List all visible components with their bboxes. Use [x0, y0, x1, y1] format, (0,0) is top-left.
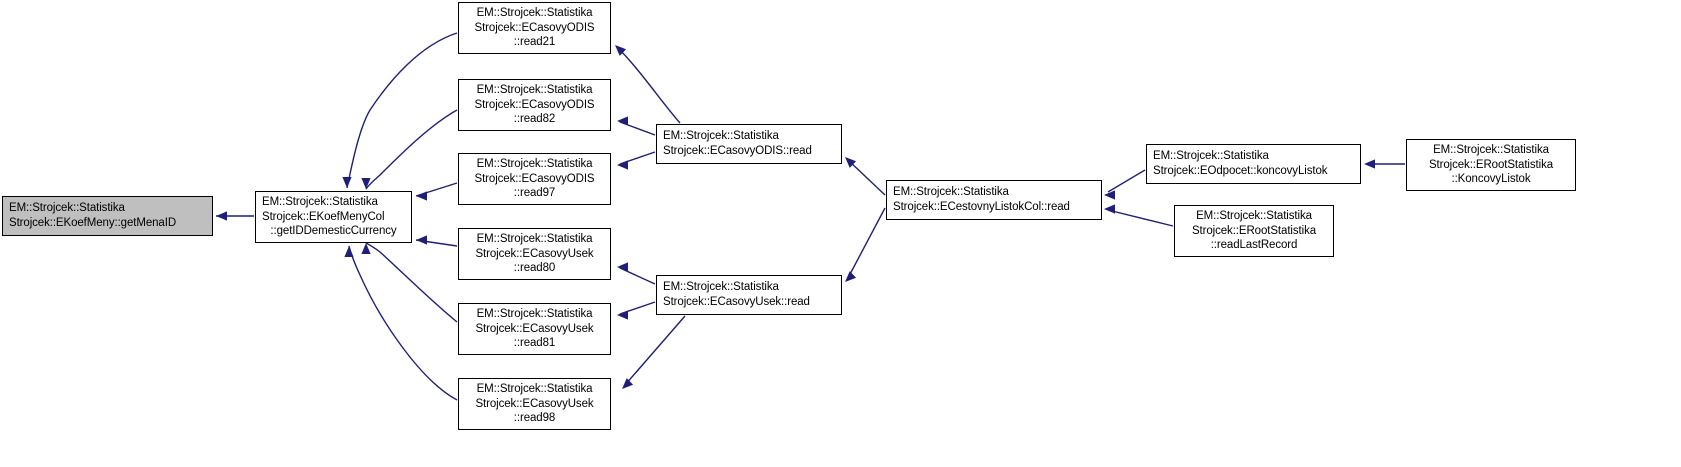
graph-edge-arrowhead — [216, 211, 227, 221]
graph-edge-arrowhead — [1104, 190, 1115, 200]
graph-node-label-line: ::readLastRecord — [1210, 239, 1298, 252]
graph-node-label-line: Strojcek::ECasovyUsek — [475, 322, 594, 335]
graph-node-label-line: EM::Strojcek::Statistika — [1433, 144, 1549, 157]
graph-edge-ECasovyUsek-read-to-ECasovyUsek-read81 — [619, 301, 656, 315]
graph-node-label-line: Strojcek::ECasovyODIS — [474, 21, 595, 34]
graph-node-label-line: EM::Strojcek::Statistika — [893, 186, 1009, 199]
graph-node-label-line: EM::Strojcek::Statistika — [663, 130, 779, 143]
graph-node-label-line: ::read98 — [513, 412, 556, 425]
graph-edge-arrowhead — [622, 378, 634, 389]
graph-node-label-line: Strojcek::EKoefMenyCol — [262, 210, 385, 223]
graph-edge-arrowhead — [416, 235, 427, 245]
graph-edge-EOdpocet-koncovyListok-to-ECestovnyListokCol-read — [1107, 169, 1146, 193]
graph-edge-arrowhead — [342, 177, 352, 188]
graph-edge-ECasovyODIS-read-to-ECasovyODIS-read21 — [617, 47, 681, 124]
graph-edge-ECasovyUsek-read80-to-getIDDemesticCurrency — [415, 239, 458, 247]
graph-edge-ECasovyODIS-read-to-ECasovyODIS-read97 — [619, 151, 656, 165]
graph-node-label-line: EM::Strojcek::Statistika — [476, 383, 593, 396]
graph-node-label-line: ::read82 — [513, 113, 556, 126]
graph-node-label-line: EM::Strojcek::Statistika — [476, 7, 593, 20]
graph-edge-ECasovyUsek-read-to-ECasovyUsek-read98 — [624, 315, 686, 386]
graph-node-label-line: Strojcek::ERootStatistika — [1428, 158, 1554, 171]
graph-node-label-line: ::read21 — [513, 36, 556, 49]
graph-edge-arrowhead — [617, 160, 628, 170]
graph-node-label-line: Strojcek::ECasovyODIS::read — [663, 145, 812, 157]
graph-edge-arrowhead — [361, 243, 371, 254]
graph-edge-ECasovyODIS-read-to-ECasovyODIS-read82 — [619, 121, 656, 136]
graph-node-label-line: EM::Strojcek::Statistika — [1196, 210, 1312, 223]
graph-edge-arrowhead — [1104, 204, 1115, 214]
graph-edge-arrowhead — [1364, 159, 1375, 169]
graph-node-label-line: EM::Strojcek::Statistika — [476, 84, 593, 97]
graph-edge-ECasovyUsek-read-to-ECasovyUsek-read80 — [619, 267, 656, 285]
graph-node-label-line: Strojcek::ECestovnyListokCol::read — [893, 201, 1070, 213]
graph-edge-arrowhead — [344, 246, 354, 257]
graph-node-label-line: EM::Strojcek::Statistika — [476, 158, 593, 171]
graph-node-label-line: EM::Strojcek::Statistika — [476, 233, 593, 246]
graph-node-label-line: Strojcek::ERootStatistika — [1191, 224, 1317, 237]
graph-node-label-line: EM::Strojcek::Statistika — [262, 196, 378, 209]
graph-edge-ECasovyUsek-read81-to-getIDDemesticCurrency — [365, 242, 458, 323]
graph-node-label-line: Strojcek::ECasovyUsek — [475, 247, 594, 260]
graph-node-label-line: EM::Strojcek::Statistika — [663, 281, 779, 294]
graph-node-label-line: ::read97 — [513, 187, 556, 200]
graph-edge-ECestovnyListokCol-read-to-ECasovyUsek-read — [847, 207, 886, 279]
graph-node-label-line: EM::Strojcek::Statistika — [476, 308, 593, 321]
graph-node-label-line: ::getIDDemesticCurrency — [270, 225, 397, 238]
graph-edge-arrowhead — [617, 310, 628, 320]
graph-node-label-line: Strojcek::ECasovyODIS — [474, 172, 595, 185]
graph-edge-ECasovyUsek-read98-to-getIDDemesticCurrency — [348, 245, 458, 401]
graph-edge-arrowhead — [615, 45, 627, 56]
graph-node-label-line: ::KoncovyListok — [1451, 173, 1531, 186]
graph-node-label-line: Strojcek::EKoefMeny::getMenaID — [9, 217, 177, 229]
graph-edge-ECasovyODIS-read82-to-getIDDemesticCurrency — [365, 109, 458, 190]
graph-edge-arrowhead — [845, 271, 857, 282]
graph-edge-ECasovyODIS-read21-to-getIDDemesticCurrency — [346, 32, 458, 189]
graph-node-label-line: Strojcek::ECasovyUsek — [475, 397, 594, 410]
graph-edge-ERootStatistika-readLastRecord-to-ECestovnyListokCol-read — [1107, 209, 1174, 227]
graph-edge-arrowhead — [361, 178, 371, 189]
graph-node-label-line: ::read81 — [513, 337, 556, 350]
graph-edge-arrowhead — [416, 191, 427, 201]
graph-node-label-line: EM::Strojcek::Statistika — [9, 202, 125, 215]
graph-edge-arrowhead — [845, 157, 857, 168]
graph-node-label-line: Strojcek::EOdpocet::koncovyListok — [1153, 165, 1328, 177]
graph-edge-ECestovnyListokCol-read-to-ECasovyODIS-read — [847, 159, 886, 196]
graph-edge-arrowhead — [617, 116, 628, 126]
graph-node-label-line: ::read80 — [513, 262, 556, 275]
graph-node-label-line: Strojcek::ECasovyUsek::read — [663, 296, 810, 308]
graph-edge-arrowhead — [617, 262, 628, 272]
graph-node-label-line: EM::Strojcek::Statistika — [1153, 150, 1269, 163]
graph-node-label-line: Strojcek::ECasovyODIS — [474, 98, 595, 111]
graph-edge-ECasovyODIS-read97-to-getIDDemesticCurrency — [415, 182, 458, 197]
